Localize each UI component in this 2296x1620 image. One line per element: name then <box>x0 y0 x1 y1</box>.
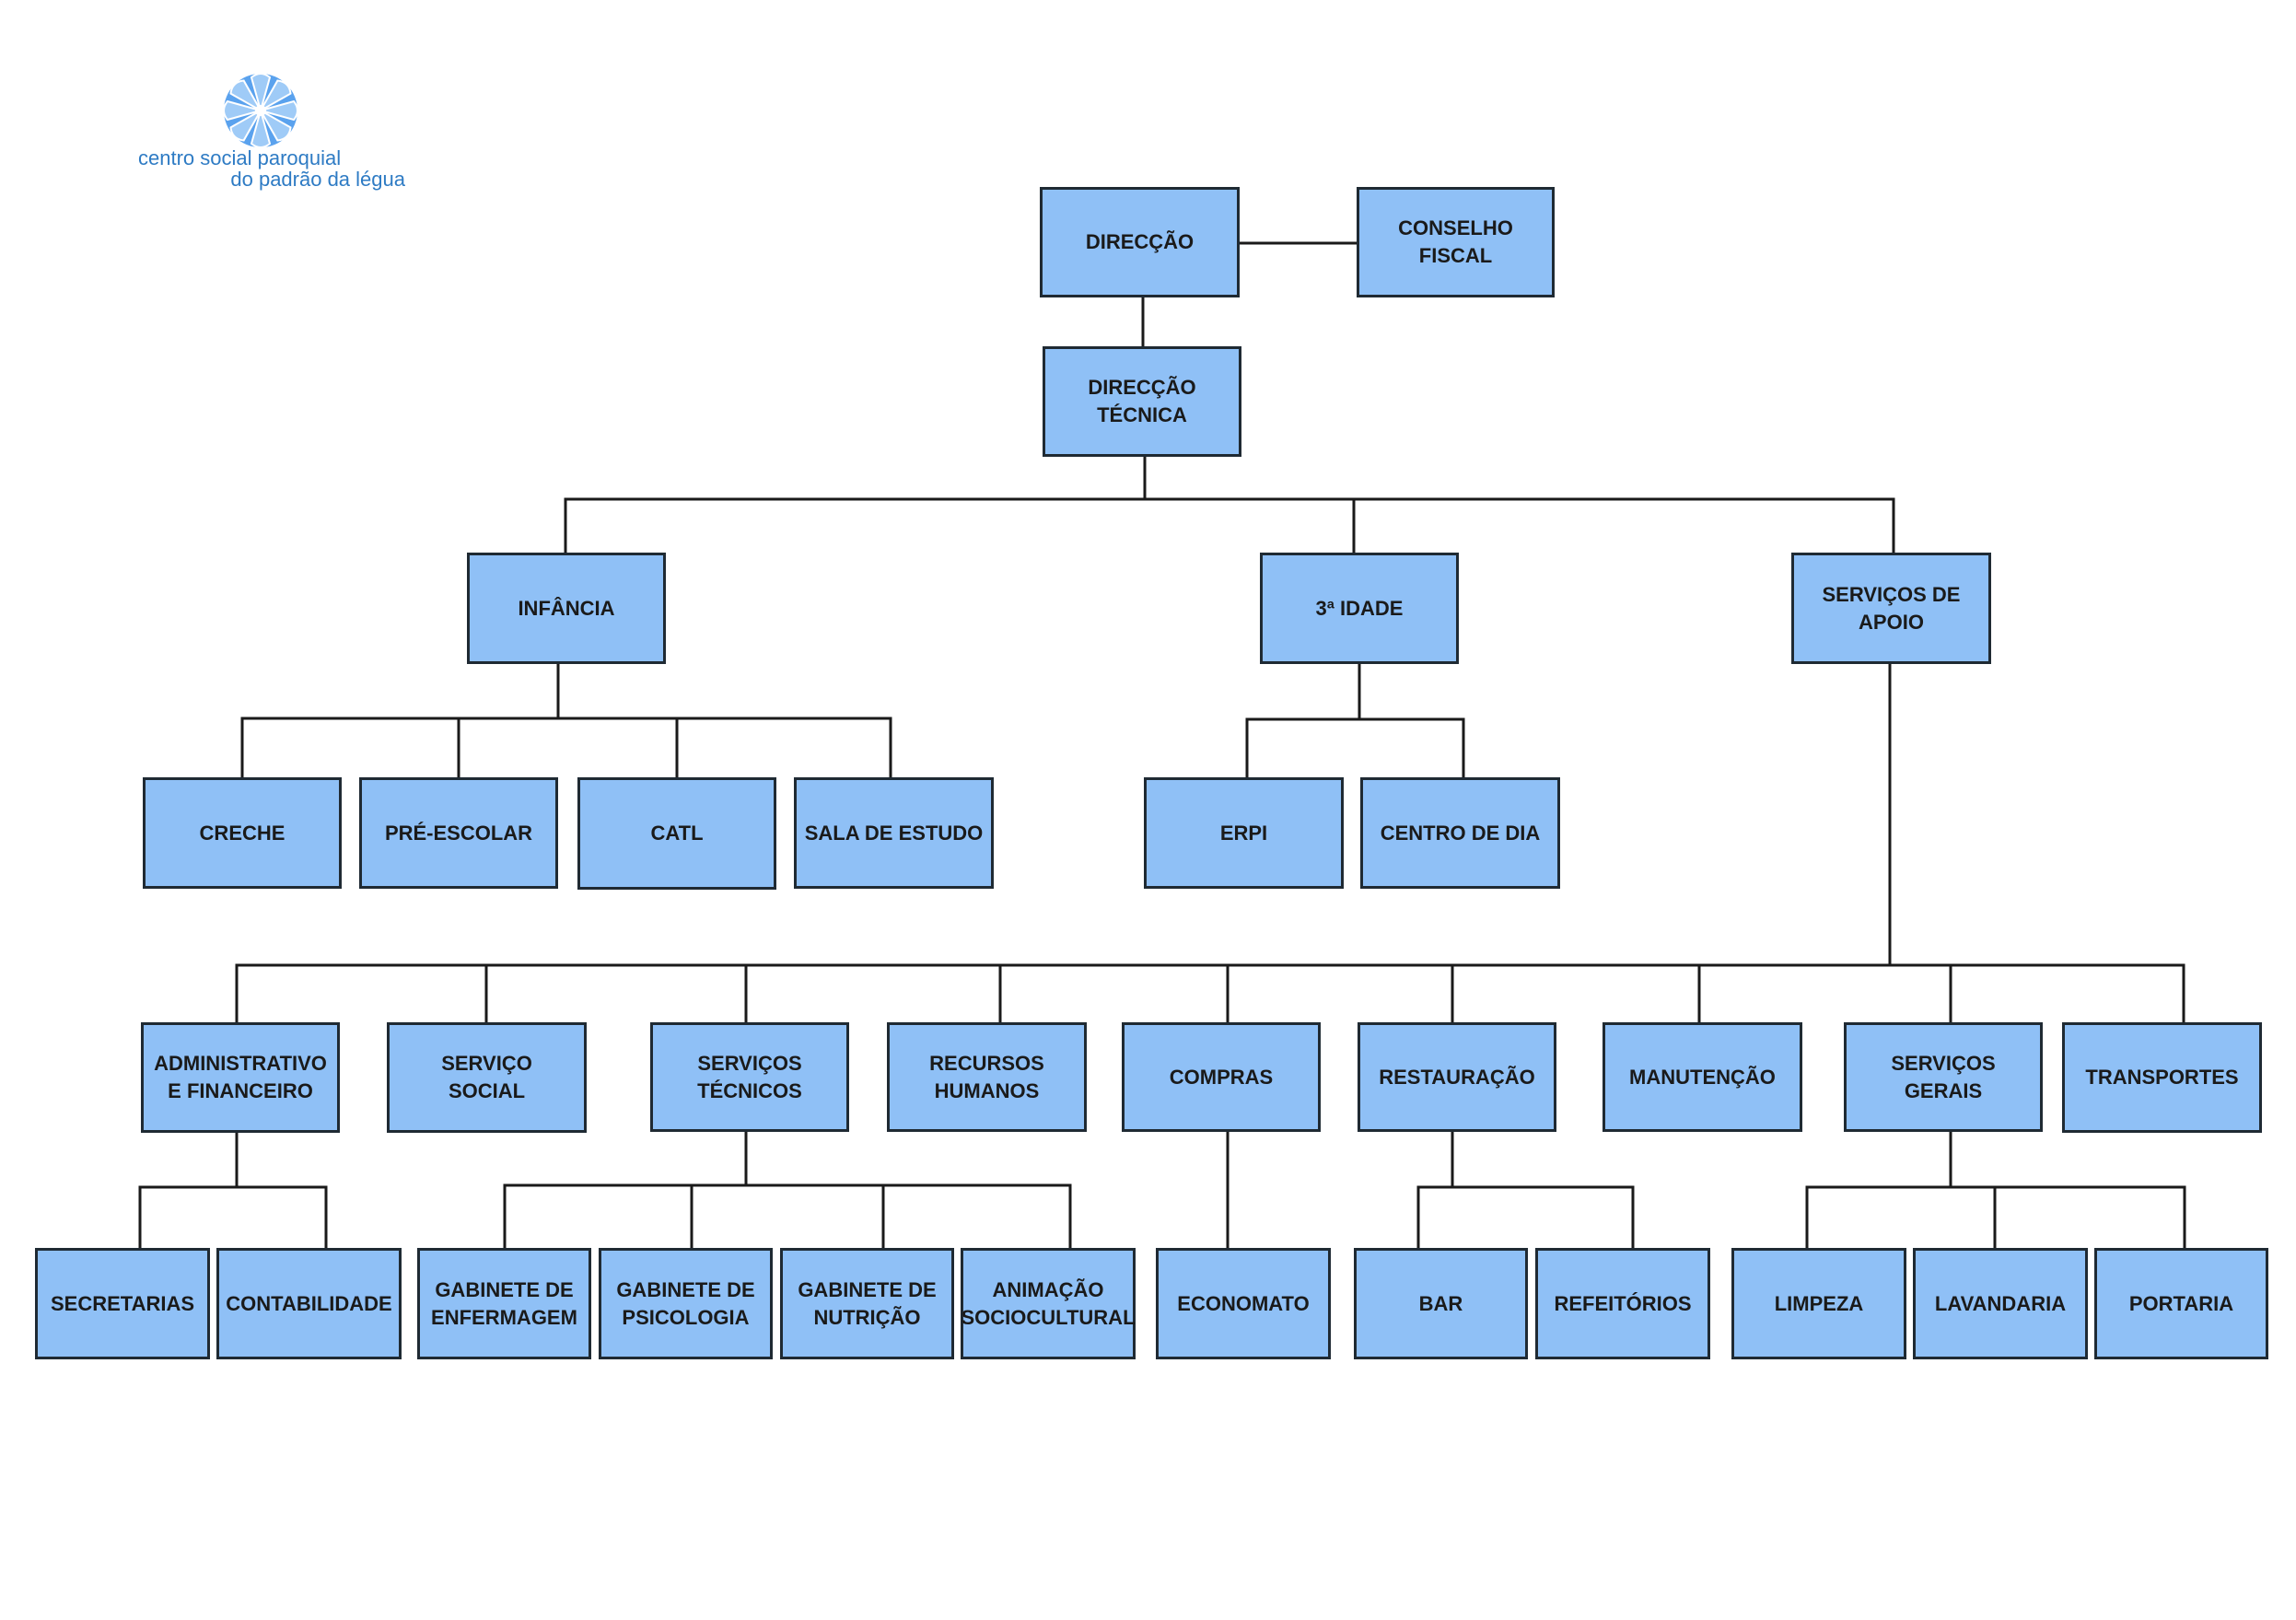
node-restauracao: RESTAURAÇÃO <box>1358 1022 1556 1132</box>
logo-line-1: centro social paroquial <box>138 146 342 169</box>
node-bar: BAR <box>1354 1248 1528 1359</box>
node-refeitorios: REFEITÓRIOS <box>1535 1248 1710 1359</box>
logo-line-2: do padrão da légua <box>230 168 405 191</box>
node-servicos-tecnicos: SERVIÇOS TÉCNICOS <box>650 1022 849 1132</box>
node-administrativo: ADMINISTRATIVO E FINANCEIRO <box>141 1022 340 1133</box>
node-recursos-humanos: RECURSOS HUMANOS <box>887 1022 1087 1132</box>
node-conselho-fiscal: CONSELHO FISCAL <box>1357 187 1555 297</box>
node-animacao: ANIMAÇÃO SOCIOCULTURAL <box>961 1248 1136 1359</box>
node-manutencao: MANUTENÇÃO <box>1603 1022 1802 1132</box>
node-direccao-tecnica: DIRECÇÃO TÉCNICA <box>1043 346 1241 457</box>
node-economato: ECONOMATO <box>1156 1248 1331 1359</box>
node-gab-psicologia: GABINETE DE PSICOLOGIA <box>599 1248 773 1359</box>
node-pre-escolar: PRÉ-ESCOLAR <box>359 777 558 889</box>
node-servicos-gerais: SERVIÇOS GERAIS <box>1844 1022 2043 1132</box>
node-erpi: ERPI <box>1144 777 1344 889</box>
node-servico-social: SERVIÇO SOCIAL <box>387 1022 587 1133</box>
node-lavandaria: LAVANDARIA <box>1913 1248 2088 1359</box>
node-gab-nutricao: GABINETE DE NUTRIÇÃO <box>780 1248 954 1359</box>
node-infancia: INFÂNCIA <box>467 553 666 664</box>
node-sala-estudo: SALA DE ESTUDO <box>794 777 994 889</box>
logo-text: centro social paroquial do padrão da lég… <box>138 147 414 190</box>
node-contabilidade: CONTABILIDADE <box>216 1248 402 1359</box>
node-servicos-apoio: SERVIÇOS DE APOIO <box>1791 553 1991 664</box>
node-direccao: DIRECÇÃO <box>1040 187 1240 297</box>
node-gab-enfermagem: GABINETE DE ENFERMAGEM <box>417 1248 591 1359</box>
node-transportes: TRANSPORTES <box>2062 1022 2262 1133</box>
node-catl: CATL <box>577 777 776 890</box>
node-centro-dia: CENTRO DE DIA <box>1360 777 1560 889</box>
node-terceira-idade: 3ª IDADE <box>1260 553 1459 664</box>
node-compras: COMPRAS <box>1122 1022 1321 1132</box>
node-creche: CRECHE <box>143 777 342 889</box>
node-limpeza: LIMPEZA <box>1731 1248 1906 1359</box>
flower-icon <box>223 73 298 148</box>
node-portaria: PORTARIA <box>2094 1248 2268 1359</box>
node-secretarias: SECRETARIAS <box>35 1248 210 1359</box>
